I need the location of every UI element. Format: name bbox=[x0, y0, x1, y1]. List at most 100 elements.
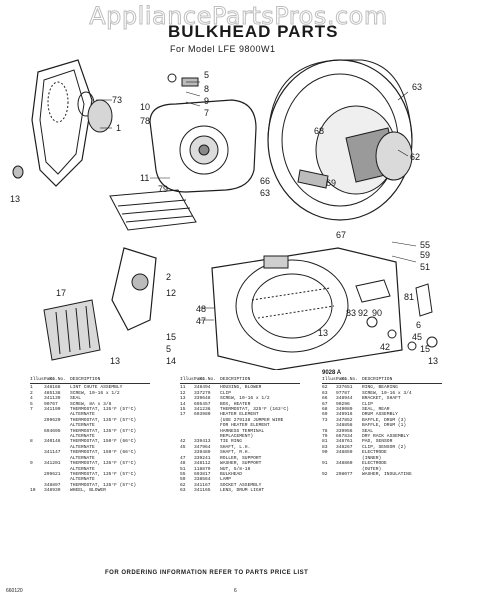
cell-ill: 78 bbox=[322, 428, 328, 434]
cell-ill: 48 bbox=[180, 461, 186, 467]
table-row: ALTERNATE bbox=[30, 477, 160, 482]
cell-part: 348858 bbox=[336, 423, 353, 429]
cell-part: 339956 bbox=[336, 428, 353, 434]
cell-ill: 67 bbox=[322, 401, 328, 407]
callout-label: 62 bbox=[410, 152, 420, 162]
cell-ill: 63 bbox=[180, 488, 186, 494]
cell-part: 349916 bbox=[336, 412, 353, 418]
table-header: Illus. No.Part No.DESCRIPTION bbox=[180, 377, 305, 382]
header-ill: Illus. No. bbox=[322, 377, 350, 382]
callout-label: 17 bbox=[56, 288, 66, 298]
cell-ill: 11 bbox=[180, 385, 186, 391]
cell-desc: BULKHEAD bbox=[220, 471, 243, 477]
cell-desc: ALTERNATE bbox=[70, 455, 95, 461]
figure-reference: 9028 A bbox=[322, 370, 342, 376]
cell-ill: 90 bbox=[322, 450, 328, 456]
cell-desc: ROLLER, SUPPORT bbox=[220, 455, 262, 461]
cell-desc: SCREW, 10-16 x 1/2 bbox=[70, 390, 120, 396]
callout-label: 79 bbox=[158, 184, 168, 194]
cell-desc: THERMOSTAT, 135°F (57°C) bbox=[70, 428, 137, 434]
table-row: HARNESS TERMINAL bbox=[180, 429, 305, 434]
header-desc: DESCRIPTION bbox=[362, 377, 393, 382]
drum-drawing bbox=[267, 59, 413, 221]
cell-part: 339489 bbox=[194, 450, 211, 456]
cell-ill: 2 bbox=[30, 390, 33, 396]
cell-part: 338564 bbox=[194, 477, 211, 483]
cell-part: 341147 bbox=[44, 450, 61, 456]
cell-desc: SCREW, 10-16 x 3/4 bbox=[362, 390, 412, 396]
callout-label: 45 bbox=[412, 332, 422, 342]
cell-part: 337279 bbox=[194, 390, 211, 396]
callout-label: 78 bbox=[140, 116, 150, 126]
callout-label: 13 bbox=[10, 194, 20, 204]
cell-desc: SEAL, REAR bbox=[362, 407, 390, 413]
callout-labels: 73 1 10 78 5 8 9 7 13 11 79 63 68 62 66 … bbox=[10, 70, 438, 366]
callout-label: 73 bbox=[112, 95, 122, 105]
cell-desc: THERMOSTAT, 325°F (163°C) bbox=[220, 407, 289, 413]
cell-ill: 62 bbox=[180, 482, 186, 488]
callout-label: 42 bbox=[380, 342, 390, 352]
callout-label: 8 bbox=[204, 84, 209, 94]
cell-part: 298077 bbox=[336, 471, 353, 477]
callout-label: 83 bbox=[346, 308, 356, 318]
cell-ill: 79 bbox=[322, 434, 328, 440]
cell-desc: ALTERNATE bbox=[70, 423, 95, 429]
cell-desc: HARNESS TERMINAL bbox=[220, 428, 265, 434]
cell-ill: 92 bbox=[322, 471, 328, 477]
cell-ill: 73 bbox=[322, 417, 328, 423]
cell-part: 299621 bbox=[44, 471, 61, 477]
cell-desc: (USE 279138 JUMPER WIRE bbox=[220, 417, 284, 423]
table-row: (USE 279138 JUMPER WIRE bbox=[180, 418, 305, 423]
cell-ill: 7 bbox=[30, 407, 33, 413]
callout-label: 63 bbox=[260, 188, 270, 198]
callout-label: 1 bbox=[116, 123, 121, 133]
cell-part: 347852 bbox=[336, 417, 353, 423]
cell-ill: 47 bbox=[180, 455, 186, 461]
page-number: 6 bbox=[234, 588, 237, 594]
cell-part: 348168 bbox=[44, 385, 61, 391]
callout-label: 59 bbox=[420, 250, 430, 260]
callout-label: 13 bbox=[318, 328, 328, 338]
cell-desc: TIE RING bbox=[220, 439, 243, 445]
cell-desc: REPLACEMENT) bbox=[220, 434, 254, 440]
cell-desc: CLIP, SENSOR (2) bbox=[362, 444, 407, 450]
cell-desc: ALTERNATE bbox=[70, 412, 95, 418]
cell-desc: ELECTRODE bbox=[362, 461, 387, 467]
cell-part: 341236 bbox=[194, 407, 211, 413]
cell-desc: LINT CHUTE ASSEMBLY bbox=[70, 385, 123, 391]
cell-part: 90296 bbox=[336, 401, 350, 407]
callout-label: 92 bbox=[358, 308, 368, 318]
cell-desc: BRACKET, SHAFT bbox=[362, 396, 401, 402]
lint-chute-drawing bbox=[12, 59, 113, 187]
cell-desc: FOR HEATER ELEMENT bbox=[220, 423, 270, 429]
callout-label: 81 bbox=[404, 292, 414, 302]
cell-desc: BAFFLE, DRUM (3) bbox=[362, 417, 407, 423]
cell-desc: (OUTER) bbox=[362, 466, 382, 472]
cell-ill: 4 bbox=[30, 396, 33, 402]
cell-desc: ALTERNATE bbox=[70, 477, 95, 483]
callout-label: 67 bbox=[336, 230, 346, 240]
cell-desc: SOCKET ASSEMBLY bbox=[220, 482, 262, 488]
cell-part: 348859 bbox=[336, 450, 353, 456]
cell-part: 348494 bbox=[194, 385, 211, 391]
callout-label: 48 bbox=[196, 304, 206, 314]
callout-label: 11 bbox=[140, 173, 149, 183]
cell-ill: 42 bbox=[180, 439, 186, 445]
exploded-parts-diagram: 73 1 10 78 5 8 9 7 13 11 79 63 68 62 66 … bbox=[10, 59, 438, 370]
cell-desc: PAD, SENSOR bbox=[362, 439, 393, 445]
